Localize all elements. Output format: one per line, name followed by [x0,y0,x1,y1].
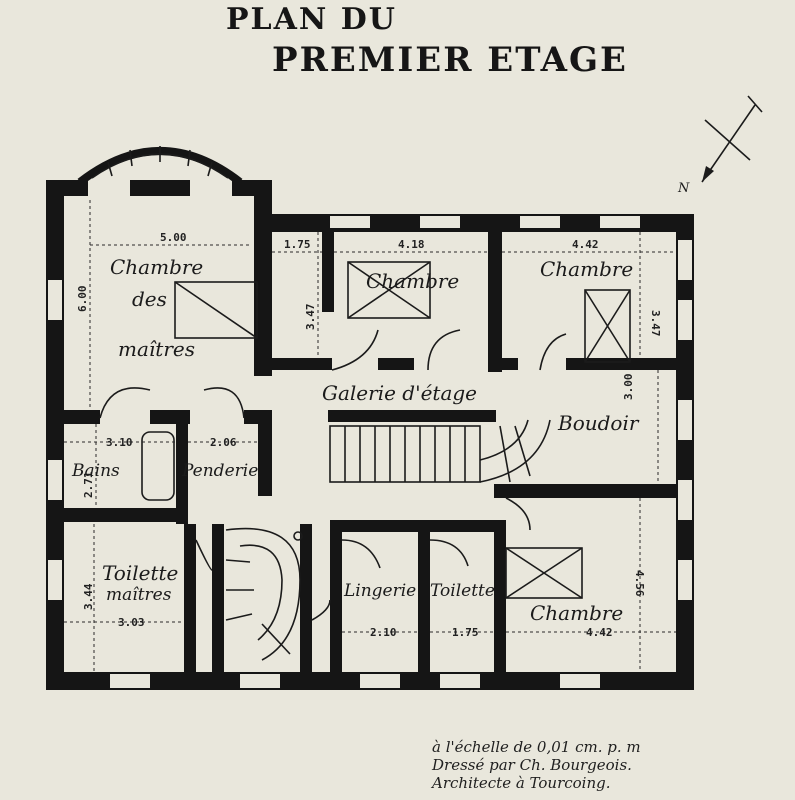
dim-303: 3.03 [118,616,145,629]
room-chambre-maitres-line2: des [132,287,167,311]
north-label: N [677,181,690,196]
door-swings [99,329,567,621]
interior-walls [64,232,676,684]
dim-456: 4.56 [633,570,646,597]
title-line-2: PREMIER ETAGE [272,40,628,80]
author-note: Dressé par Ch. Bourgeois. [432,756,632,774]
room-chambre-2: Chambre [366,269,459,293]
dim-271: 2.71 [82,471,95,498]
room-lingerie: Lingerie [343,581,416,601]
dim-347a: 3.47 [304,304,317,331]
dim-210: 2.10 [370,626,397,639]
room-chambre-4: Chambre [530,601,623,625]
dimension-lines [64,200,676,672]
room-penderie: Penderie [181,461,258,481]
dim-175b: 1.75 [452,626,479,639]
room-chambre-maitres-line3: maîtres [118,337,195,361]
dim-175a: 1.75 [284,238,311,251]
scale-note: à l'échelle de 0,01 cm. p. m [432,738,641,756]
room-chambre-maitres-line1: Chambre [110,255,203,279]
room-toilette-maitres-line2: maîtres [106,585,172,605]
room-bains: Bains [71,461,120,481]
dim-206: 2.06 [210,436,237,449]
dim-500: 5.00 [160,231,187,244]
dim-600: 6.00 [76,286,89,313]
outer-walls [46,180,694,690]
dim-344: 3.44 [82,583,95,610]
north-arrow-icon: N [677,95,763,196]
room-boudoir: Boudoir [557,411,640,435]
room-galerie: Galerie d'étage [322,381,477,405]
dim-442b: 4.42 [586,626,613,639]
room-chambre-3: Chambre [540,257,633,281]
dim-347b: 3.47 [649,310,662,337]
dim-418: 4.18 [398,238,425,251]
service-staircase [225,527,303,661]
dim-300: 3.00 [622,374,635,401]
architect-note: Architecte à Tourcoing. [432,774,611,792]
main-staircase [329,419,551,483]
bay-window [77,146,243,186]
beds [141,261,631,599]
dim-442a: 4.42 [572,238,599,251]
dim-310: 3.10 [106,436,133,449]
room-toilette: Toilette [430,581,495,601]
title-line-1: PLAN DU [226,2,397,37]
room-toilette-maitres-line1: Toilette [102,561,178,585]
